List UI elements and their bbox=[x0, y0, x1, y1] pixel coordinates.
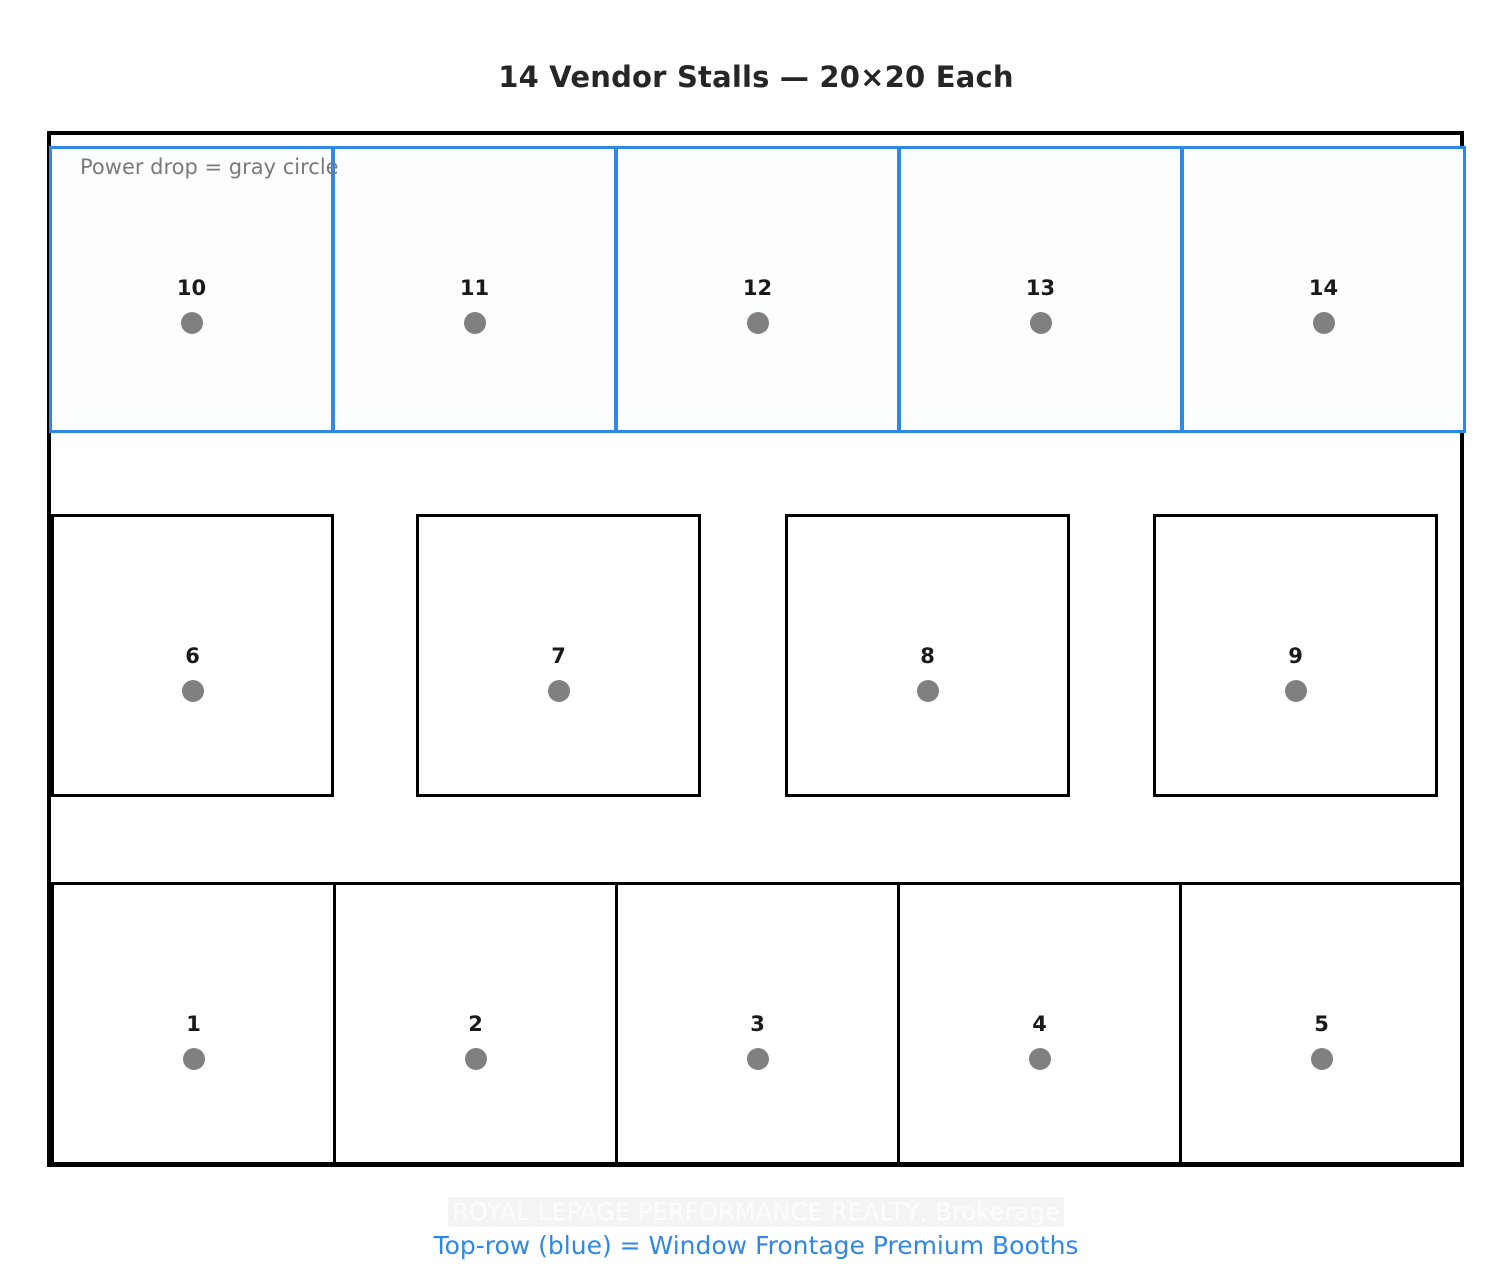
stall-label: 7 bbox=[551, 644, 566, 668]
power-drop-annotation: Power drop = gray circle bbox=[80, 155, 339, 179]
stall-1[interactable]: 1 bbox=[51, 882, 336, 1165]
stall-label: 11 bbox=[459, 276, 490, 300]
stall-7[interactable]: 7 bbox=[416, 514, 701, 797]
power-drop-icon bbox=[746, 1048, 769, 1070]
power-drop-icon bbox=[1310, 1048, 1333, 1070]
stall-6[interactable]: 6 bbox=[51, 514, 334, 797]
power-drop-icon bbox=[180, 312, 203, 334]
stall-label: 5 bbox=[1314, 1012, 1329, 1036]
power-drop-icon bbox=[916, 680, 939, 702]
stall-label: 1 bbox=[186, 1012, 201, 1036]
stall-label: 9 bbox=[1288, 644, 1303, 668]
stall-11[interactable]: 11 bbox=[332, 146, 617, 433]
power-drop-icon bbox=[464, 1048, 487, 1070]
stall-label: 14 bbox=[1308, 276, 1339, 300]
stall-10[interactable]: 10 bbox=[49, 146, 334, 433]
building-outer-wall bbox=[47, 131, 1464, 1167]
stall-12[interactable]: 12 bbox=[615, 146, 900, 433]
watermark-text: ROYAL LEPAGE PERFORMANCE REALTY, Brokera… bbox=[448, 1197, 1064, 1227]
power-drop-icon bbox=[463, 312, 486, 334]
brokerage-watermark: ROYAL LEPAGE PERFORMANCE REALTY, Brokera… bbox=[0, 1197, 1512, 1227]
stall-2[interactable]: 2 bbox=[333, 882, 618, 1165]
stall-label: 6 bbox=[185, 644, 200, 668]
power-drop-icon bbox=[1312, 312, 1335, 334]
stall-label: 4 bbox=[1032, 1012, 1047, 1036]
power-drop-icon bbox=[1028, 1048, 1051, 1070]
legend-caption: Top-row (blue) = Window Frontage Premium… bbox=[433, 1231, 1079, 1260]
stall-14[interactable]: 14 bbox=[1181, 146, 1466, 433]
page-title: 14 Vendor Stalls — 20×20 Each bbox=[498, 60, 1014, 94]
stall-label: 13 bbox=[1025, 276, 1056, 300]
stall-8[interactable]: 8 bbox=[785, 514, 1070, 797]
stall-label: 8 bbox=[920, 644, 935, 668]
stall-label: 10 bbox=[176, 276, 207, 300]
power-drop-icon bbox=[1284, 680, 1307, 702]
power-drop-icon bbox=[547, 680, 570, 702]
power-drop-icon bbox=[181, 680, 204, 702]
stall-13[interactable]: 13 bbox=[898, 146, 1183, 433]
stall-4[interactable]: 4 bbox=[897, 882, 1182, 1165]
stall-5[interactable]: 5 bbox=[1179, 882, 1464, 1165]
power-drop-icon bbox=[1029, 312, 1052, 334]
stall-9[interactable]: 9 bbox=[1153, 514, 1438, 797]
stall-label: 3 bbox=[750, 1012, 765, 1036]
stall-label: 12 bbox=[742, 276, 773, 300]
power-drop-icon bbox=[746, 312, 769, 334]
stall-3[interactable]: 3 bbox=[615, 882, 900, 1165]
power-drop-icon bbox=[182, 1048, 205, 1070]
stall-label: 2 bbox=[468, 1012, 483, 1036]
